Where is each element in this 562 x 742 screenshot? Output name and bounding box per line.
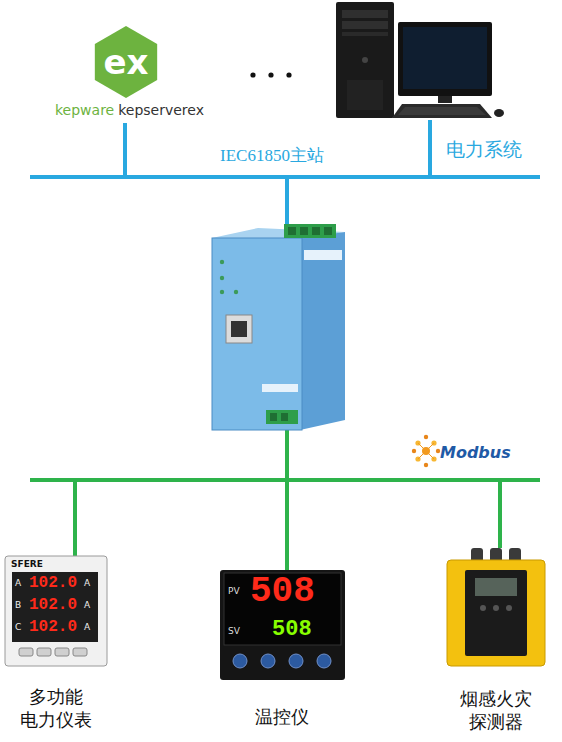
node-shape: [30, 478, 540, 482]
detector-screen: [475, 578, 517, 596]
controller-display: [224, 573, 341, 645]
bus-line: [30, 175, 540, 179]
node-shape: [30, 175, 540, 179]
kepware-logo: ex kepwarekepserverex: [50, 28, 250, 123]
protocol-logo-text: Modbus: [440, 443, 511, 462]
brand-name: kepware: [55, 102, 114, 119]
device-label: 温控仪: [255, 706, 309, 729]
computer-illustration: [336, 2, 504, 118]
controller-button: [317, 654, 331, 668]
detector-face: [465, 570, 527, 656]
modbus-bus: Modbus: [30, 478, 540, 482]
logo-hexagon: [95, 26, 157, 98]
logo-mark: ex: [104, 42, 149, 83]
gateway-illustration: [212, 179, 345, 478]
node-shape: [447, 548, 545, 666]
display-reading: 102.0: [29, 618, 77, 637]
bus-drop-line: [498, 482, 502, 548]
bus-line: [30, 478, 540, 482]
bus-drop-line: [285, 482, 289, 570]
display-reading: 102.0: [29, 574, 77, 593]
controller-button: [289, 654, 303, 668]
meter-display: [12, 572, 98, 642]
display-reading: 102.0: [29, 596, 77, 615]
meter-panel: [5, 556, 107, 666]
display-reading: 508: [272, 618, 312, 642]
unit-letter: A: [84, 600, 90, 611]
product-name: kepserverex: [118, 102, 204, 119]
bus-label: IEC61850主站: [220, 146, 324, 166]
detector-button: [493, 605, 499, 611]
controller-body: [220, 570, 345, 680]
ellipsis-dots: [250, 72, 291, 77]
detector-housing: [447, 560, 545, 666]
detector-button: [480, 605, 486, 611]
bus-drop-wire: [430, 120, 431, 175]
brand-name: SFERE: [11, 559, 43, 570]
meter-button: [73, 648, 87, 656]
modbus-logo-dots: [412, 435, 440, 467]
power-meter: SFEREA102.0AB102.0AC102.0A多功能 电力仪表: [5, 556, 107, 666]
display-tag: PV: [228, 586, 240, 597]
display-reading: 508: [250, 572, 315, 612]
iec61850-bus: IEC61850主站电力系统: [30, 175, 540, 179]
phase-letter: C: [15, 622, 21, 633]
device-label: 烟感火灾 探测器: [460, 688, 532, 733]
display-tag: SV: [228, 626, 240, 637]
bus-drop-line: [73, 482, 77, 556]
meter-button: [19, 648, 33, 656]
meter-button: [37, 648, 51, 656]
controller-button: [261, 654, 275, 668]
unit-letter: A: [84, 622, 90, 633]
meter-button: [55, 648, 69, 656]
bus-drop-line: [123, 123, 127, 175]
temperature-controller: PV508SV508温控仪: [220, 570, 345, 680]
phase-letter: B: [15, 600, 21, 611]
smoke-fire-detector: 烟感火灾 探测器: [447, 548, 545, 666]
unit-letter: A: [84, 578, 90, 589]
device-label: 多功能 电力仪表: [20, 686, 92, 731]
controller-button: [233, 654, 247, 668]
system-label: 电力系统: [446, 138, 522, 161]
phase-letter: A: [15, 578, 21, 589]
detector-button: [506, 605, 512, 611]
